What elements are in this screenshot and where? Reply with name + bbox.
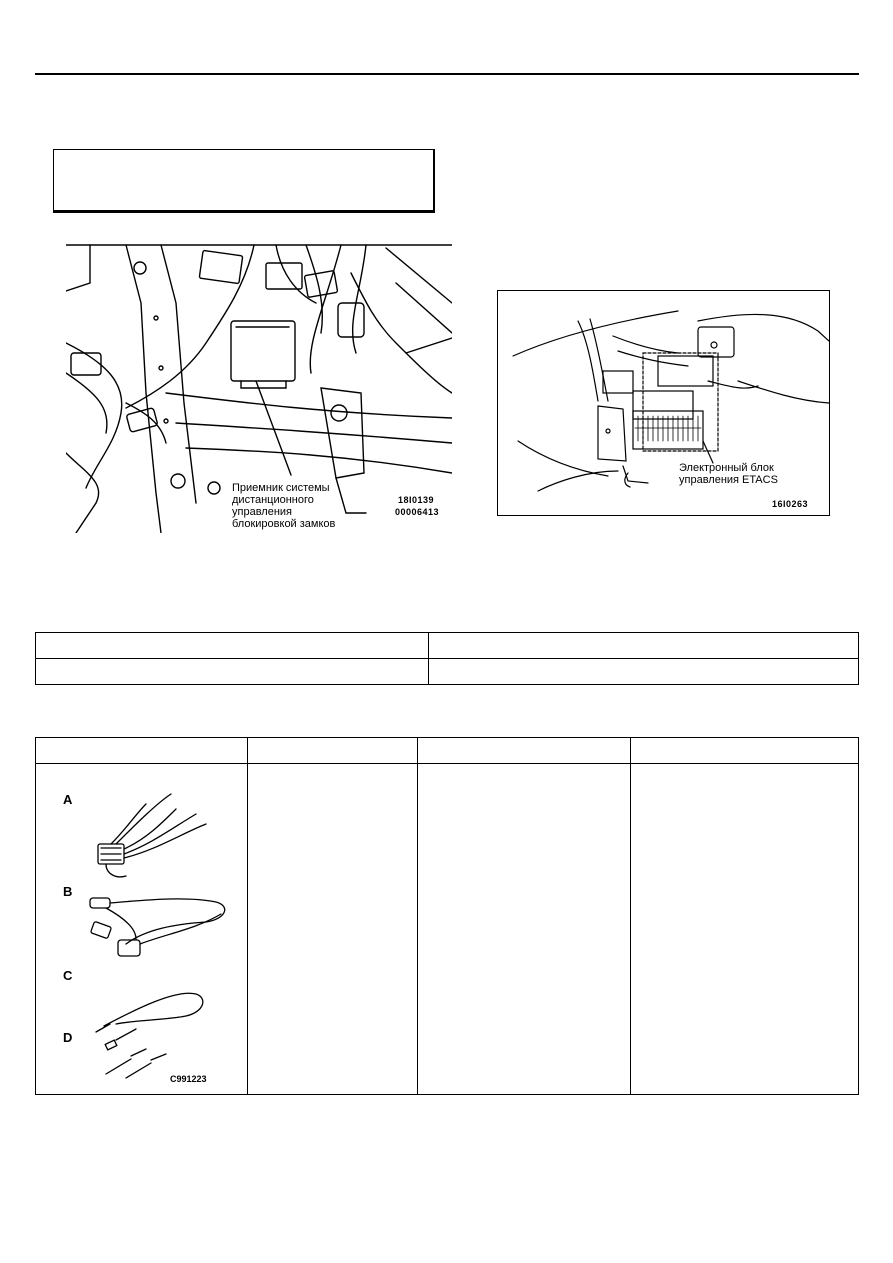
tool-label-c: C	[63, 968, 73, 983]
table-header-cell	[417, 737, 631, 764]
note-box	[53, 149, 435, 213]
empty-table-1	[35, 632, 859, 685]
table-row	[35, 658, 859, 685]
figure-code-1: 18I0139	[398, 495, 435, 505]
tool-label-d: D	[63, 1030, 73, 1045]
table-header-cell	[247, 737, 418, 764]
tools-figure-code: C991223	[170, 1074, 207, 1084]
table-header-cell	[35, 737, 248, 764]
tool-label-b: B	[63, 884, 73, 899]
etacs-caption: Электронный блок управления ETACS	[679, 462, 778, 486]
table-cell	[428, 632, 859, 659]
receiver-caption: Приемник системы дистанционного управлен…	[232, 482, 336, 530]
tools-figure-cell: A B C D	[35, 763, 248, 1095]
table-row	[35, 632, 859, 659]
table-header-cell	[630, 737, 859, 764]
tools-illustration: A B C D	[36, 764, 247, 1094]
tools-drawing	[89, 793, 226, 1079]
table-row: A B C D	[35, 763, 859, 1095]
table-cell	[247, 763, 418, 1095]
figure-code-2: 00006413	[395, 507, 440, 517]
tool-label-a: A	[63, 792, 73, 807]
figure-etacs: Электронный блок управления ETACS 16I026…	[497, 290, 830, 516]
table-cell	[417, 763, 631, 1095]
receiver-illustration	[66, 244, 452, 533]
etacs-illustration	[512, 310, 829, 492]
table-cell	[35, 658, 429, 685]
table-cell	[630, 763, 859, 1095]
table-cell	[428, 658, 859, 685]
figure-receiver: Приемник системы дистанционного управлен…	[66, 243, 452, 533]
top-rule	[35, 73, 859, 75]
table-header-row	[35, 737, 859, 764]
tools-table: A B C D	[35, 737, 859, 1095]
figure-code-etacs: 16I0263	[772, 499, 809, 509]
table-cell	[35, 632, 429, 659]
